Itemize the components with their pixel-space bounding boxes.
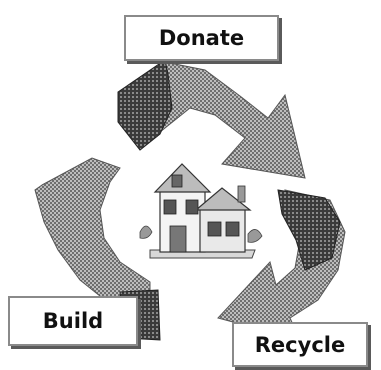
house-illustration bbox=[140, 164, 262, 258]
recycle-label: Recycle bbox=[232, 322, 368, 367]
donate-label: Donate bbox=[124, 15, 279, 61]
build-label: Build bbox=[8, 296, 138, 346]
donate-arrow bbox=[118, 60, 305, 178]
